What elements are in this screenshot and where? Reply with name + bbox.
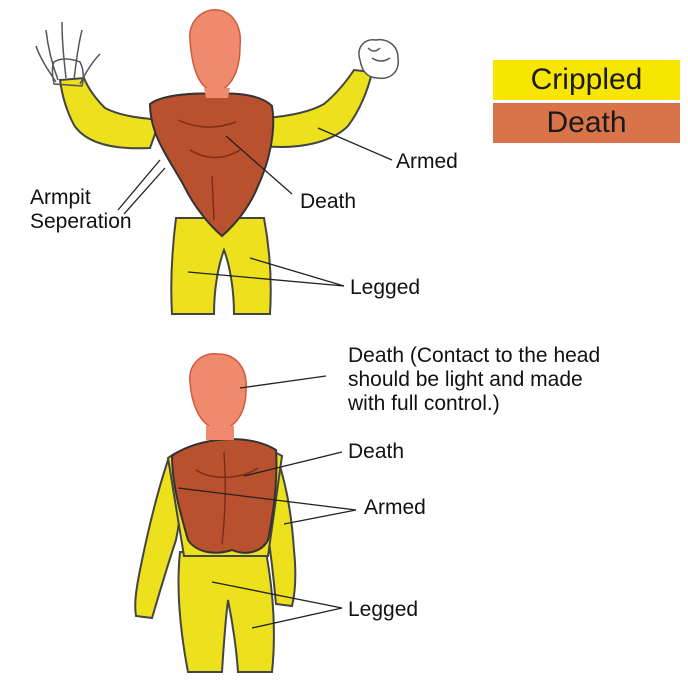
front-left-arm: [60, 78, 160, 148]
back-arms-label: Armed: [364, 496, 426, 520]
front-legs-label: Legged: [350, 276, 420, 300]
front-right-arm: [262, 70, 372, 147]
front-torso-label: Death: [300, 190, 356, 214]
front-arm-leader: [318, 128, 392, 160]
front-armpit-label: Armpit Seperation: [30, 186, 132, 234]
legend-death: Death: [493, 103, 680, 143]
front-open-hand: [36, 22, 100, 86]
front-neck: [204, 88, 230, 98]
front-arms-label: Armed: [396, 150, 458, 174]
back-torso-label: Death: [348, 440, 404, 464]
legend-crippled-label: Crippled: [531, 63, 643, 97]
back-head-label: Death (Contact to the head should be lig…: [348, 344, 600, 416]
front-fist: [359, 40, 398, 79]
front-torso-death: [150, 93, 273, 236]
back-legs-label: Legged: [348, 598, 418, 622]
back-head: [190, 354, 246, 430]
front-head: [190, 10, 240, 92]
legend-death-label: Death: [546, 106, 626, 140]
legend-crippled: Crippled: [493, 60, 680, 100]
back-head-leader: [240, 376, 326, 388]
back-neck: [206, 426, 234, 440]
back-legs: [178, 552, 274, 672]
front-figure: [36, 10, 398, 314]
back-arm-leader-2: [284, 510, 356, 524]
